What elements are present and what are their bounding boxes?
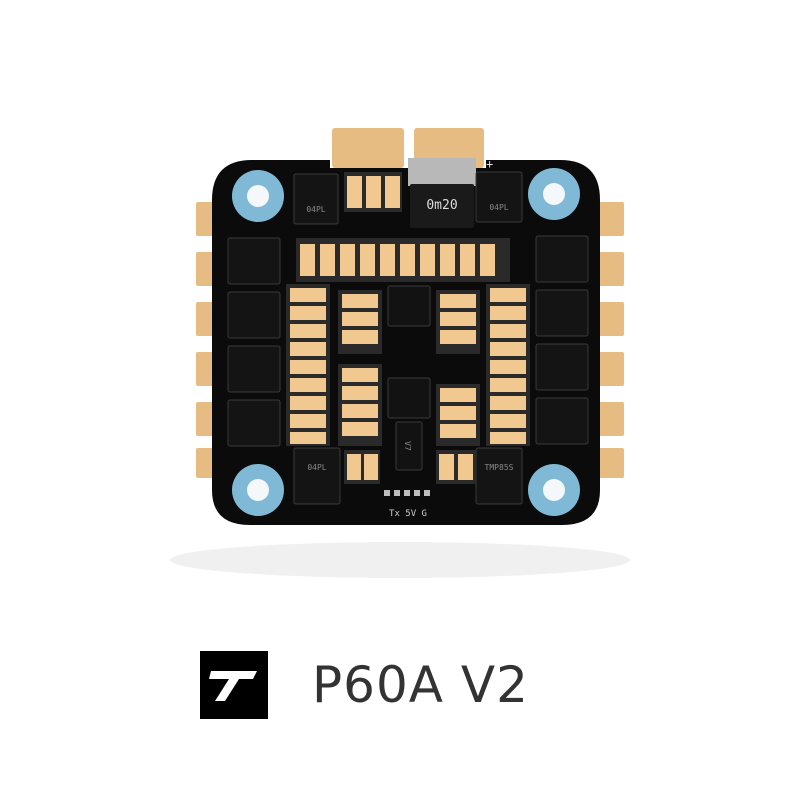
product-caption: P60A V2	[200, 650, 529, 720]
polarity-mark: +	[486, 157, 493, 171]
signal-pads	[384, 490, 430, 496]
product-title: P60A V2	[312, 656, 529, 714]
svg-text:V7: V7	[403, 441, 412, 451]
shunt-resistor: 0m20	[408, 158, 476, 228]
mosfets-top: 04PL 04PL	[293, 171, 523, 225]
mosfets-bottom: 04PL TMP85S	[293, 447, 523, 505]
mounting-holes	[232, 168, 580, 516]
mosfets-left	[227, 237, 281, 447]
capacitor-row-top	[296, 238, 510, 282]
center-ics: V7	[387, 285, 431, 471]
brand-logo-icon	[200, 651, 268, 719]
svg-text:04PL: 04PL	[307, 463, 326, 472]
mosfets-right	[535, 235, 589, 445]
motor-pads-right	[596, 202, 624, 478]
svg-text:TMP85S: TMP85S	[485, 463, 514, 472]
signal-silkscreen: Tx 5V G	[389, 509, 427, 519]
shunt-label: 0m20	[426, 198, 457, 213]
capacitor-column-right	[486, 284, 530, 446]
svg-text:04PL: 04PL	[306, 205, 325, 214]
top-capacitors	[344, 172, 402, 212]
capacitor-column-left	[286, 284, 330, 446]
capacitors-center	[338, 290, 480, 484]
svg-text:04PL: 04PL	[489, 203, 508, 212]
